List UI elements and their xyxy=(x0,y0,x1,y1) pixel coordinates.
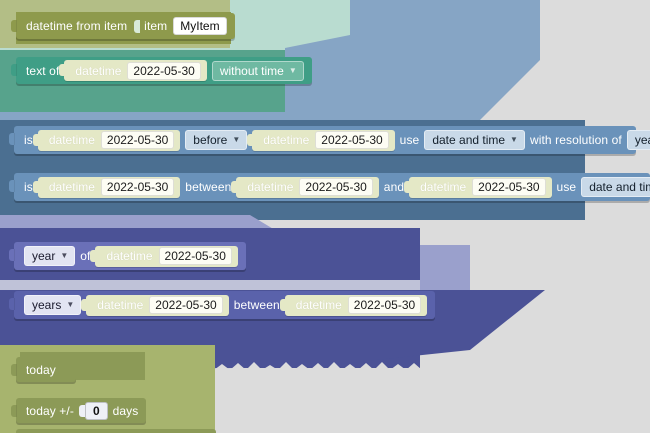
dropdown-comparison-operator[interactable]: before ▼ xyxy=(185,130,248,150)
nested-label: datetime xyxy=(48,180,95,194)
label-between: between xyxy=(233,298,280,312)
label-use: use xyxy=(399,133,420,147)
dropdown-label: before xyxy=(193,133,228,147)
nested-label: datetime xyxy=(106,249,153,263)
nested-datetime-block[interactable]: datetime 2022-05-30 xyxy=(59,60,207,81)
days-value-field[interactable]: 0 xyxy=(84,401,108,420)
nested-datetime-block[interactable]: datetime 2022-05-30 xyxy=(90,245,238,267)
chevron-down-icon: ▼ xyxy=(288,65,297,75)
block-year-of[interactable]: year ▼ of datetime 2022-05-30 xyxy=(9,242,246,270)
label-is: is xyxy=(24,133,33,147)
block-today[interactable]: today xyxy=(11,357,76,382)
nested-datetime-block-1[interactable]: datetime 2022-05-30 xyxy=(32,129,181,151)
nested-label: datetime xyxy=(247,180,294,194)
datetime-value-field-2[interactable]: 2022-05-30 xyxy=(347,296,422,314)
block-text-of-datetime[interactable]: text of datetime 2022-05-30 without time… xyxy=(11,57,312,84)
dropdown-time-unit[interactable]: year ▼ xyxy=(24,246,76,266)
label-prefix: today +/- xyxy=(26,403,74,418)
datetime-value-field[interactable]: 2022-05-30 xyxy=(127,61,201,80)
dropdown-label: without time xyxy=(219,63,284,78)
item-value-field[interactable]: MyItem xyxy=(173,17,227,35)
nested-datetime-block-2[interactable]: datetime 2022-05-30 xyxy=(247,129,395,151)
datetime-value-field[interactable]: 2022-05-30 xyxy=(158,247,232,265)
dropdown-label: years xyxy=(32,298,62,312)
datetime-value-field-1[interactable]: 2022-05-30 xyxy=(100,178,175,196)
nested-label: datetime xyxy=(97,298,144,312)
nested-label: datetime xyxy=(48,133,95,147)
block-is-before[interactable]: is datetime 2022-05-30 before ▼ datetime… xyxy=(9,126,650,154)
chevron-down-icon: ▼ xyxy=(66,300,75,309)
datetime-value-field-1[interactable]: 2022-05-30 xyxy=(149,296,223,314)
block-datetime-from-item[interactable]: datetime from item item MyItem xyxy=(11,13,235,39)
datetime-value-field-3[interactable]: 2022-05-30 xyxy=(472,178,546,196)
dropdown-time-format[interactable]: without time ▼ xyxy=(211,60,304,81)
block-label: today xyxy=(26,362,56,377)
datetime-value-field-2[interactable]: 2022-05-30 xyxy=(315,131,389,149)
nested-label: datetime xyxy=(263,133,310,147)
datetime-value-field-2[interactable]: 2022-05-30 xyxy=(299,178,373,196)
nested-datetime-block-3[interactable]: datetime 2022-05-30 xyxy=(404,176,552,198)
block-label: text of xyxy=(26,63,60,78)
label-resolution: with resolution of xyxy=(529,133,622,147)
nested-label: datetime xyxy=(295,298,342,312)
nested-label: datetime xyxy=(75,63,122,78)
nested-label: datetime xyxy=(420,180,467,194)
dropdown-label: year xyxy=(32,249,56,263)
nested-datetime-block-2[interactable]: datetime 2022-05-30 xyxy=(279,294,428,316)
dropdown-label: years xyxy=(634,133,650,147)
datetime-value-field-1[interactable]: 2022-05-30 xyxy=(100,131,175,149)
nested-datetime-block-2[interactable]: datetime 2022-05-30 xyxy=(231,176,379,198)
nested-datetime-block-1[interactable]: datetime 2022-05-30 xyxy=(81,294,229,316)
label-use: use xyxy=(556,180,577,194)
block-years-between[interactable]: years ▼ datetime 2022-05-30 between date… xyxy=(8,291,436,319)
label-is: is xyxy=(24,180,33,194)
block-today-plus-minus-days[interactable]: today +/- 0 days xyxy=(10,398,147,423)
dropdown-label: date and time xyxy=(589,180,650,194)
chevron-down-icon: ▼ xyxy=(60,251,69,260)
block-partial-clipped[interactable] xyxy=(16,429,216,433)
dropdown-comparison-mode[interactable]: date and time ▼ xyxy=(581,177,650,197)
block-is-between[interactable]: is datetime 2022-05-30 between datetime … xyxy=(9,173,650,201)
dropdown-resolution[interactable]: years ▼ xyxy=(626,130,650,150)
dropdown-comparison-mode[interactable]: date and time ▼ xyxy=(424,130,525,150)
chevron-down-icon: ▼ xyxy=(510,135,518,144)
dropdown-time-unit[interactable]: years ▼ xyxy=(24,295,82,315)
label-between: between xyxy=(185,180,232,194)
chevron-down-icon: ▼ xyxy=(232,135,241,144)
number-input-socket[interactable]: 0 xyxy=(78,401,108,420)
label-suffix: days xyxy=(112,403,139,418)
block-label: datetime from item xyxy=(26,19,128,33)
label-and: and xyxy=(383,180,405,194)
label-of: of xyxy=(80,249,91,263)
item-socket-label: item xyxy=(144,19,168,33)
dropdown-label: date and time xyxy=(432,133,506,147)
item-input-socket[interactable]: item MyItem xyxy=(132,17,227,35)
nested-datetime-block-1[interactable]: datetime 2022-05-30 xyxy=(32,176,181,198)
